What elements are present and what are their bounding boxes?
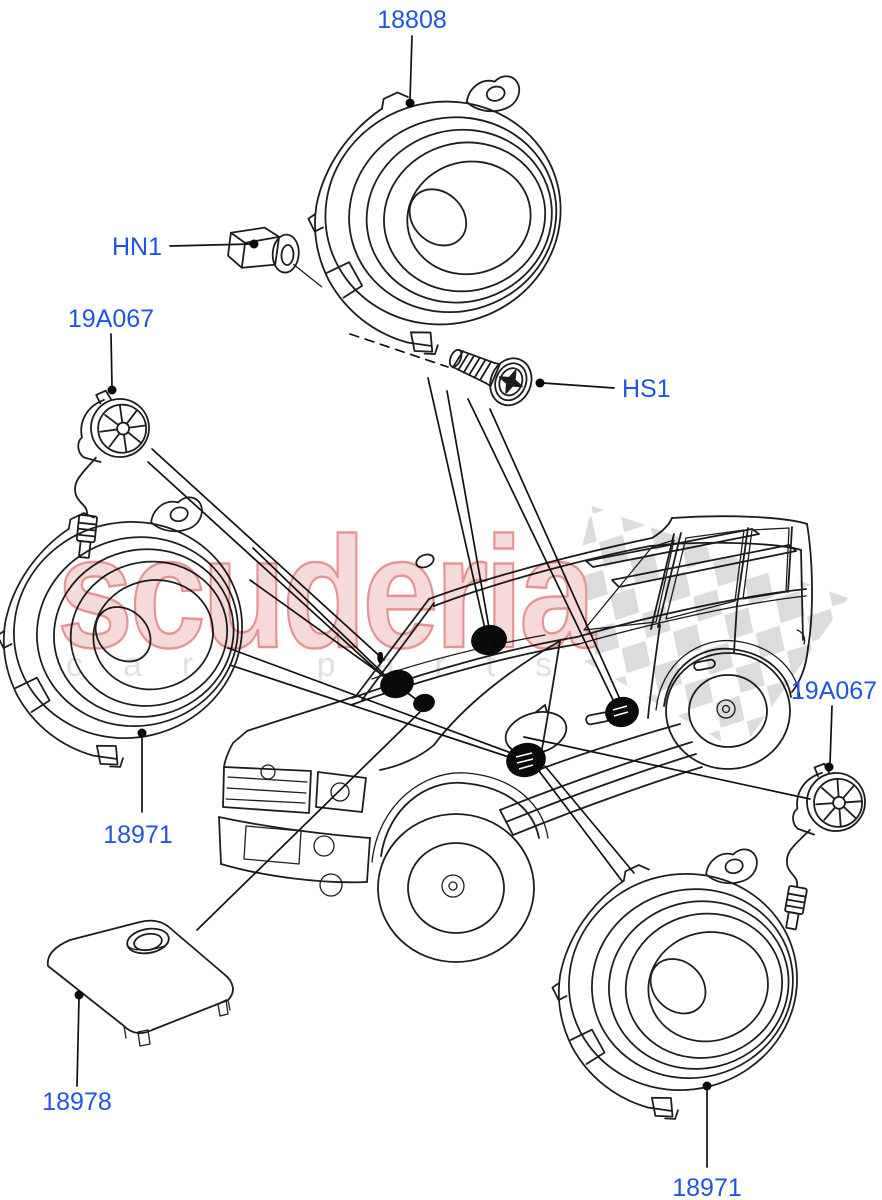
watermark-subtext: car parts <box>66 646 592 684</box>
watermark: scuderia car parts <box>56 504 848 752</box>
rear-door-speaker-dot <box>605 696 639 728</box>
part-number-callouts: 18808 HN1 19A067 HS1 18971 18978 19A067 … <box>42 6 877 1200</box>
dash-left-speaker-dot <box>380 669 414 699</box>
dash-small-speaker-dot <box>413 693 435 713</box>
door-speaker-drawing-top <box>283 59 592 377</box>
front-door-speaker-dot <box>506 742 546 778</box>
screw-drawing-hs1 <box>448 348 533 407</box>
part-label-18978[interactable]: 18978 <box>42 1088 112 1116</box>
speaker-location-dots <box>377 624 639 778</box>
dash-center-speaker-dot <box>471 624 507 656</box>
callout-leader-lines <box>74 35 834 1168</box>
part-label-19a067-left[interactable]: 19A067 <box>68 305 154 333</box>
part-label-hn1[interactable]: HN1 <box>112 233 162 261</box>
vehicle-drawing <box>218 515 813 963</box>
part-label-hs1[interactable]: HS1 <box>622 375 671 403</box>
part-label-18971-left[interactable]: 18971 <box>103 821 173 849</box>
door-speaker-drawing-bottom-right <box>527 832 827 1141</box>
part-label-18971-right[interactable]: 18971 <box>672 1174 742 1200</box>
part-label-19a067-right[interactable]: 19A067 <box>791 677 877 705</box>
watermark-checkered-flag <box>558 506 848 752</box>
watermark-brand-text: scuderia <box>57 505 596 681</box>
nut-drawing-hn1 <box>227 226 323 288</box>
dash-tweeter-mark <box>377 652 384 664</box>
part-label-18808[interactable]: 18808 <box>377 6 447 34</box>
cover-drawing-18978 <box>46 919 234 1047</box>
tweeter-drawing-right <box>770 760 875 933</box>
